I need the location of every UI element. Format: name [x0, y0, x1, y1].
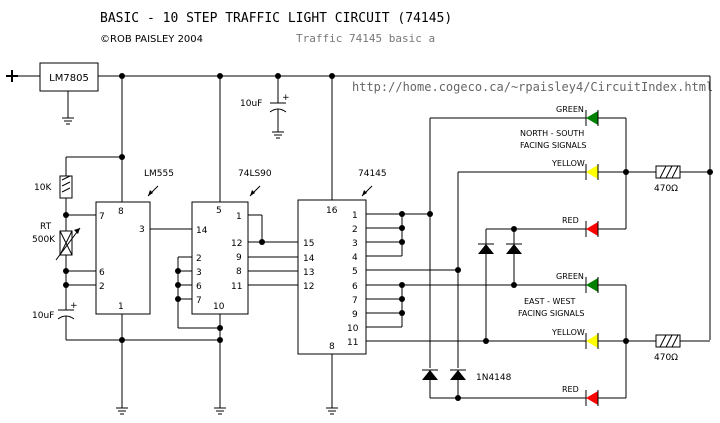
page-title: BASIC - 10 STEP TRAFFIC LIGHT CIRCUIT (7… [100, 11, 452, 26]
cap-top-label: 10uF [240, 99, 262, 109]
svg-text:2: 2 [352, 225, 358, 235]
svg-text:8: 8 [118, 207, 124, 217]
led-ew-green [585, 277, 599, 293]
svg-text:14: 14 [196, 226, 208, 236]
ground-symbol [62, 117, 74, 125]
ic-lm555-label: LM555 [144, 169, 174, 179]
led-ew-yellow [585, 333, 599, 349]
regulator-lm7805 [39, 62, 99, 92]
diode-ns-red-b [506, 243, 522, 254]
svg-text:7: 7 [352, 296, 358, 306]
svg-text:16: 16 [326, 206, 338, 216]
svg-text:7: 7 [196, 296, 202, 306]
ground-symbol [214, 407, 226, 415]
svg-text:6: 6 [196, 282, 202, 292]
svg-text:3: 3 [196, 268, 202, 278]
svg-text:13: 13 [303, 268, 314, 278]
ns-signals-sub: FACING SIGNALS [520, 141, 587, 150]
ic-74ls90 [191, 201, 249, 315]
svg-text:11: 11 [231, 282, 242, 292]
svg-text:1: 1 [118, 302, 124, 312]
led-ns-green [585, 110, 599, 126]
diode-ew-red-a [422, 369, 438, 380]
svg-text:3: 3 [352, 239, 358, 249]
diode-ew-red-b [450, 369, 466, 380]
led-ns-red [585, 221, 599, 237]
ground-symbol [116, 407, 128, 415]
label-ew-red: RED [562, 385, 579, 394]
svg-text:6: 6 [99, 268, 105, 278]
svg-text:5: 5 [216, 206, 222, 216]
power-input [6, 70, 18, 82]
label-ew-green: GREEN [556, 272, 584, 281]
diode-label: 1N4148 [476, 373, 512, 383]
ic-74145 [297, 199, 367, 355]
svg-text:3: 3 [139, 225, 145, 235]
resistor-10k [59, 175, 73, 199]
svg-text:8: 8 [329, 342, 335, 352]
label-ns-green: GREEN [556, 105, 584, 114]
regulator-label: LM7805 [49, 73, 89, 84]
r1-label: 10K [34, 183, 52, 193]
rt-value: 500K [32, 235, 56, 245]
svg-text:10: 10 [213, 302, 225, 312]
svg-text:11: 11 [347, 338, 358, 348]
resistor-470-ns [655, 165, 681, 179]
svg-text:2: 2 [99, 282, 105, 292]
r-ew-label: 470Ω [654, 353, 678, 363]
ground-symbol [326, 407, 338, 415]
r-ns-label: 470Ω [654, 184, 678, 194]
ns-signals-title: NORTH - SOUTH [520, 129, 584, 138]
svg-text:12: 12 [231, 239, 242, 249]
ic-74145-label: 74145 [358, 169, 387, 179]
svg-text:+: + [282, 93, 290, 103]
label-ns-yellow: YELLOW [551, 159, 585, 168]
svg-text:9: 9 [236, 253, 242, 263]
resistor-470-ew [655, 334, 681, 348]
svg-text:5: 5 [352, 267, 358, 277]
svg-text:9: 9 [352, 310, 358, 320]
diagram-subtitle: Traffic 74145 basic a [296, 32, 435, 45]
ground-symbol [272, 131, 284, 139]
led-ew-red [585, 390, 599, 406]
svg-text:1: 1 [352, 211, 358, 221]
diode-ns-red-a [478, 243, 494, 254]
svg-text:12: 12 [303, 282, 314, 292]
svg-text:1: 1 [236, 212, 242, 222]
svg-text:2: 2 [196, 254, 202, 264]
svg-text:15: 15 [303, 239, 314, 249]
svg-text:14: 14 [303, 254, 315, 264]
led-ns-yellow [585, 164, 599, 180]
ew-signals-title: EAST - WEST [524, 297, 576, 306]
ic-74ls90-label: 74LS90 [238, 169, 272, 179]
svg-text:8: 8 [236, 267, 242, 277]
label-ns-red: RED [562, 216, 579, 225]
label-ew-yellow: YELLOW [551, 328, 585, 337]
svg-text:10: 10 [347, 324, 359, 334]
copyright: ©ROB PAISLEY 2004 [100, 34, 203, 45]
ic-lm555 [95, 201, 151, 315]
rt-label: RT [40, 222, 52, 232]
ew-signals-sub: FACING SIGNALS [518, 309, 585, 318]
url-text: http://home.cogeco.ca/~rpaisley4/Circuit… [352, 80, 713, 94]
svg-text:4: 4 [352, 253, 358, 263]
cap-timer-label: 10uF [32, 311, 54, 321]
svg-text:6: 6 [352, 282, 358, 292]
svg-text:+: + [70, 301, 78, 311]
svg-text:7: 7 [99, 212, 105, 222]
